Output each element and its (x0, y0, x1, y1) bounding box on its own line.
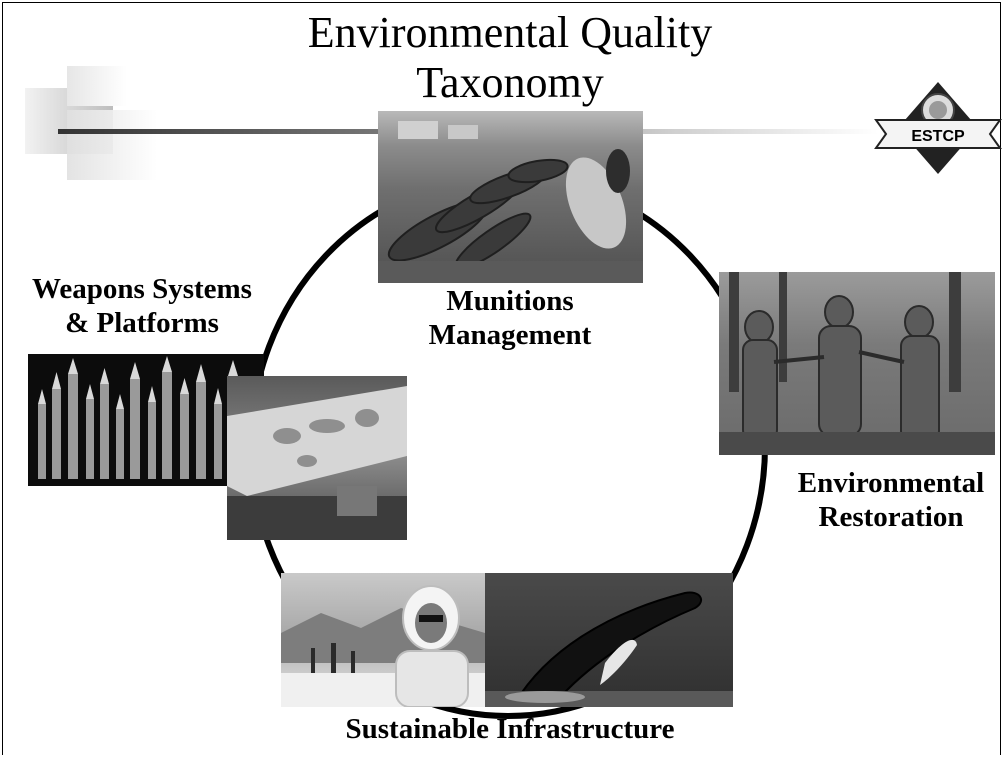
label-restoration-line1: Environmental (797, 467, 985, 499)
label-restoration-line2: Restoration (818, 501, 964, 533)
restoration-photo (719, 272, 995, 455)
aircraft-photo (227, 376, 407, 540)
label-infrastructure-line1: Sustainable Infrastructure (345, 713, 675, 745)
ammunition-photo (28, 354, 264, 486)
decorative-square-bottom (67, 110, 157, 180)
label-munitions: Munitions Management (400, 284, 620, 352)
label-munitions-line2: Management (428, 319, 592, 351)
label-weapons-line2: & Platforms (65, 307, 219, 339)
slide-title-line1: Environmental Quality (307, 8, 713, 57)
label-munitions-line1: Munitions (446, 285, 574, 317)
slide-title: Environmental Quality Taxonomy (180, 8, 840, 108)
whale-photo (485, 573, 733, 707)
decorative-square-top (67, 66, 127, 106)
label-infrastructure: Sustainable Infrastructure (290, 712, 730, 746)
label-weapons-line1: Weapons Systems (32, 273, 252, 305)
slide-title-line2: Taxonomy (416, 58, 604, 107)
label-restoration: Environmental Restoration (775, 466, 1003, 534)
munitions-photo (378, 111, 643, 283)
label-weapons: Weapons Systems & Platforms (8, 272, 276, 340)
arctic-person-photo (281, 573, 485, 707)
